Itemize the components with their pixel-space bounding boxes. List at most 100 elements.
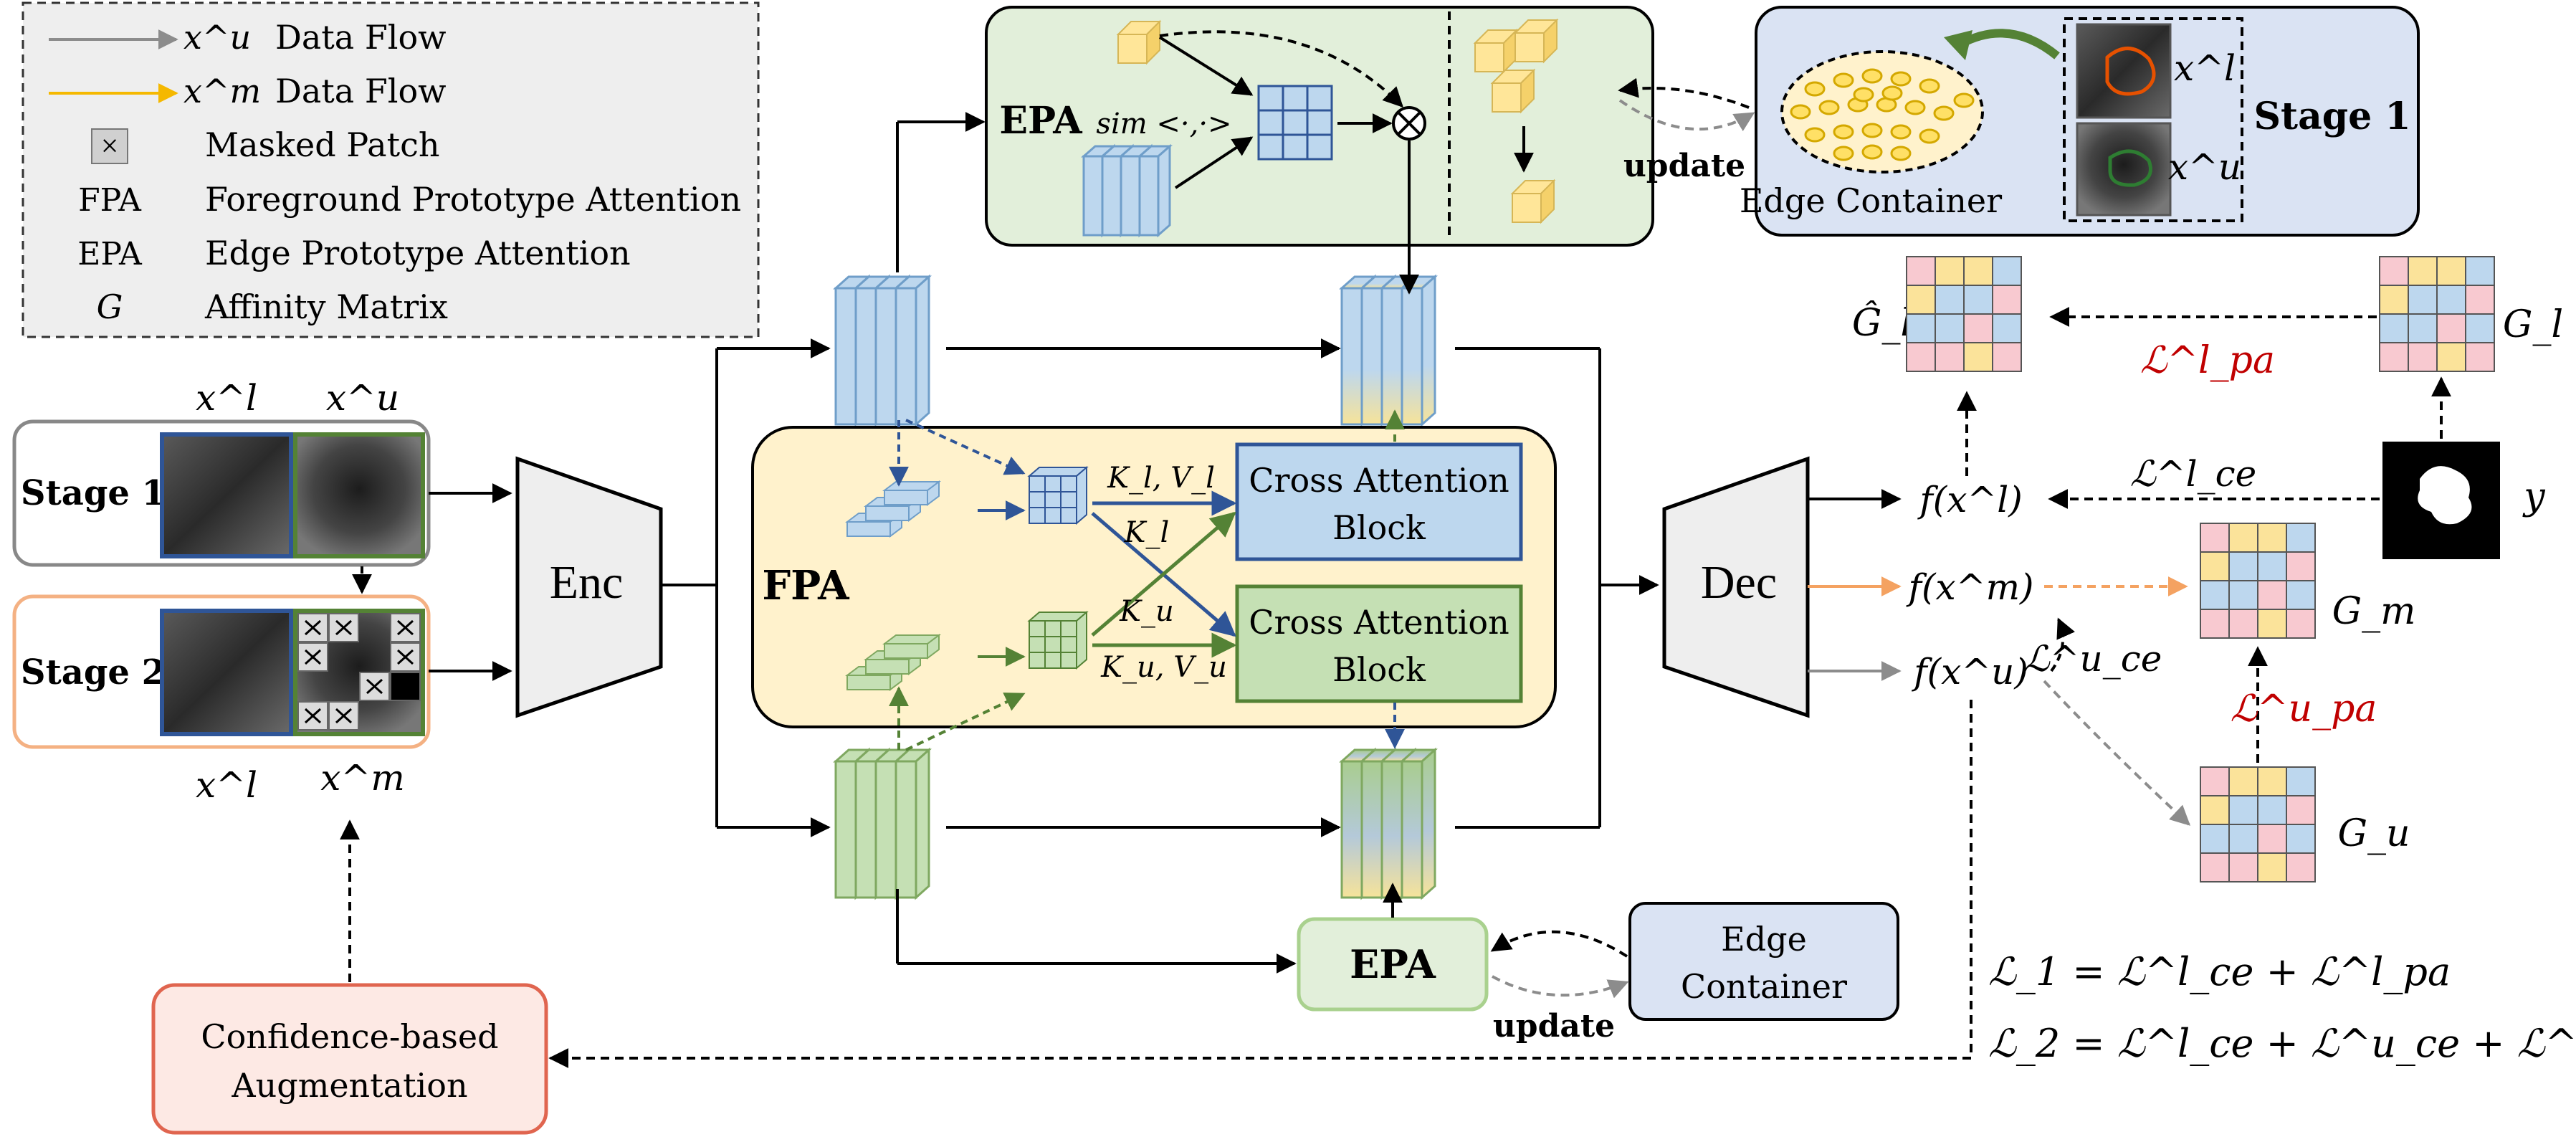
decoder-label: Dec [1701,556,1777,609]
feature-stack-blue [833,274,932,427]
edge-prototype-dot [1933,105,1955,121]
G-hat-l: Ĝ_l [1852,300,1912,345]
edge-container-line1: Edge [1721,920,1807,958]
legend-label: Foreground Prototype Attention [205,180,741,219]
edge-prototype-dot [1833,124,1854,140]
prototype-bars-green [845,634,941,691]
input-panel: x^l x^u Stage 1 Stage 2 x^l x^m [12,377,512,806]
edge-prototype-bar [1510,179,1556,224]
decoder: Dec [1662,456,1810,718]
loss-pa-u: ℒ^u_pa [2231,688,2377,731]
edge-prototype-dot [1861,144,1883,160]
masked-patch-icon [91,128,128,164]
G-l: G_l [2503,303,2563,346]
legend-label: Affinity Matrix [204,287,448,326]
update-label-bottom: update [1493,1008,1615,1045]
arrow-label: K_l [1124,516,1170,549]
edge-prototype-dot [1861,68,1883,84]
legend-symbol: x^u [183,18,251,57]
thumb-xu-label: x^u [2168,146,2241,188]
legend-label: Masked Patch [205,125,439,164]
augmentation-line1: Confidence-based [201,1017,498,1056]
block-top-line2: Block [1332,508,1426,547]
legend: x^u Data Flow x^m Data Flow × Masked Pat… [22,1,760,338]
arrow-label: K_u [1119,595,1174,628]
edge-container-bottom: Edge Container [1628,902,1899,1021]
thumb-xl [2076,23,2172,119]
thumb-xu [2076,122,2172,217]
encoder: Enc [515,456,663,718]
ultrasound-image-xl [160,432,293,558]
epa-bottom-label: EPA [1350,941,1436,987]
legend-symbol: x^m [183,72,261,110]
fpa-panel: FPA Cross Attention Block Cross Attentio… [751,426,1557,728]
label-xl-bottom: x^l [196,764,257,806]
affinity-matrix-G-l [2379,256,2495,372]
stage1-input-label: Stage 1 [21,473,166,513]
edge-prototype-bar [1490,68,1536,114]
ultrasound-image-xu [293,432,425,558]
thumb-xl-label: x^l [2174,47,2236,89]
affinity-matrix-G-m [2200,523,2316,639]
legend-symbol: FPA [78,182,142,219]
legend-label: Data Flow [275,72,447,110]
update-label-top: update [1623,148,1745,184]
edge-prototype-dot [1853,87,1874,103]
edge-prototype-dot [1890,71,1912,87]
prototype-grid-green [1027,610,1089,670]
label-xu-top: x^u [326,377,399,419]
similarity-grid [1257,85,1333,161]
feature-stack-fused-bottom [1339,747,1438,900]
stage1-panel-title: Stage 1 [2254,95,2411,138]
edge-prototype-dot [1861,123,1883,138]
edge-prototype-bar [1473,28,1519,74]
edge-prototype-dot [1904,100,1926,115]
feature-stack-fused-top [1339,274,1438,427]
encoder-label: Enc [550,556,624,609]
arrow-label: K_l, V_l [1107,462,1215,495]
label-mask-y [2382,442,2500,559]
epa-top-label: EPA [999,99,1082,143]
stage1-panel: Edge Container x^l x^u Stage 1 [1740,6,2420,237]
edge-prototype-dot [1919,78,1940,94]
block-bottom-line1: Cross Attention [1249,603,1509,642]
equation-L2: ℒ_2 = ℒ^l_ce + ℒ^u_ce + ℒ^l_pa + ℒ^u_pa [1988,1021,2576,1066]
sim-label: sim <·,·> [1096,108,1231,141]
edge-prototype-dot [1890,146,1912,161]
ultrasound-image-xl [160,609,293,736]
legend-symbol: G [97,287,123,326]
edge-prototype-bar [1513,18,1559,64]
curved-arrow-icon [1944,30,1972,60]
confidence-augmentation: Confidence-based Augmentation [151,983,548,1135]
legend-symbol: × [101,128,119,163]
feature-stack-green [833,747,932,900]
prototype-grid-blue [1027,465,1089,525]
edge-prototype-dot [1919,128,1940,144]
cross-attention-block-bottom: Cross Attention Block [1235,584,1523,703]
edge-prototype-dot [1804,127,1826,143]
f-xl: f(x^l) [1917,479,2023,520]
edge-prototype-dot [1833,72,1854,88]
edge-prototype-dot [1818,100,1840,115]
fpa-label: FPA [762,562,850,609]
loss-ce-l: ℒ^l_ce [2130,453,2257,495]
epa-bottom: EPA [1297,917,1489,1012]
affinity-matrix-G-u [2200,766,2316,883]
label-xm-bottom: x^m [320,757,405,799]
legend-symbol: EPA [77,236,143,272]
G-u: G_u [2337,812,2410,855]
edge-prototype-dot [1790,104,1811,120]
edge-prototype-dot [1890,124,1912,140]
edge-prototype-bar [1116,19,1162,65]
loss-pa-l: ℒ^l_pa [2140,339,2275,382]
edge-container-label: Edge Container [1740,181,2002,220]
affinity-matrix-G-hat-l [1906,256,2022,372]
augmentation-line2: Augmentation [231,1066,467,1105]
f-xu: f(x^u) [1911,651,2028,693]
edge-prototype-dot [1881,85,1903,101]
legend-label: Edge Prototype Attention [205,234,631,272]
epa-top-panel: EPA sim <·,·> [985,6,1654,295]
arrow-label: K_u, V_u [1100,651,1227,684]
label-y: y [2522,475,2545,518]
